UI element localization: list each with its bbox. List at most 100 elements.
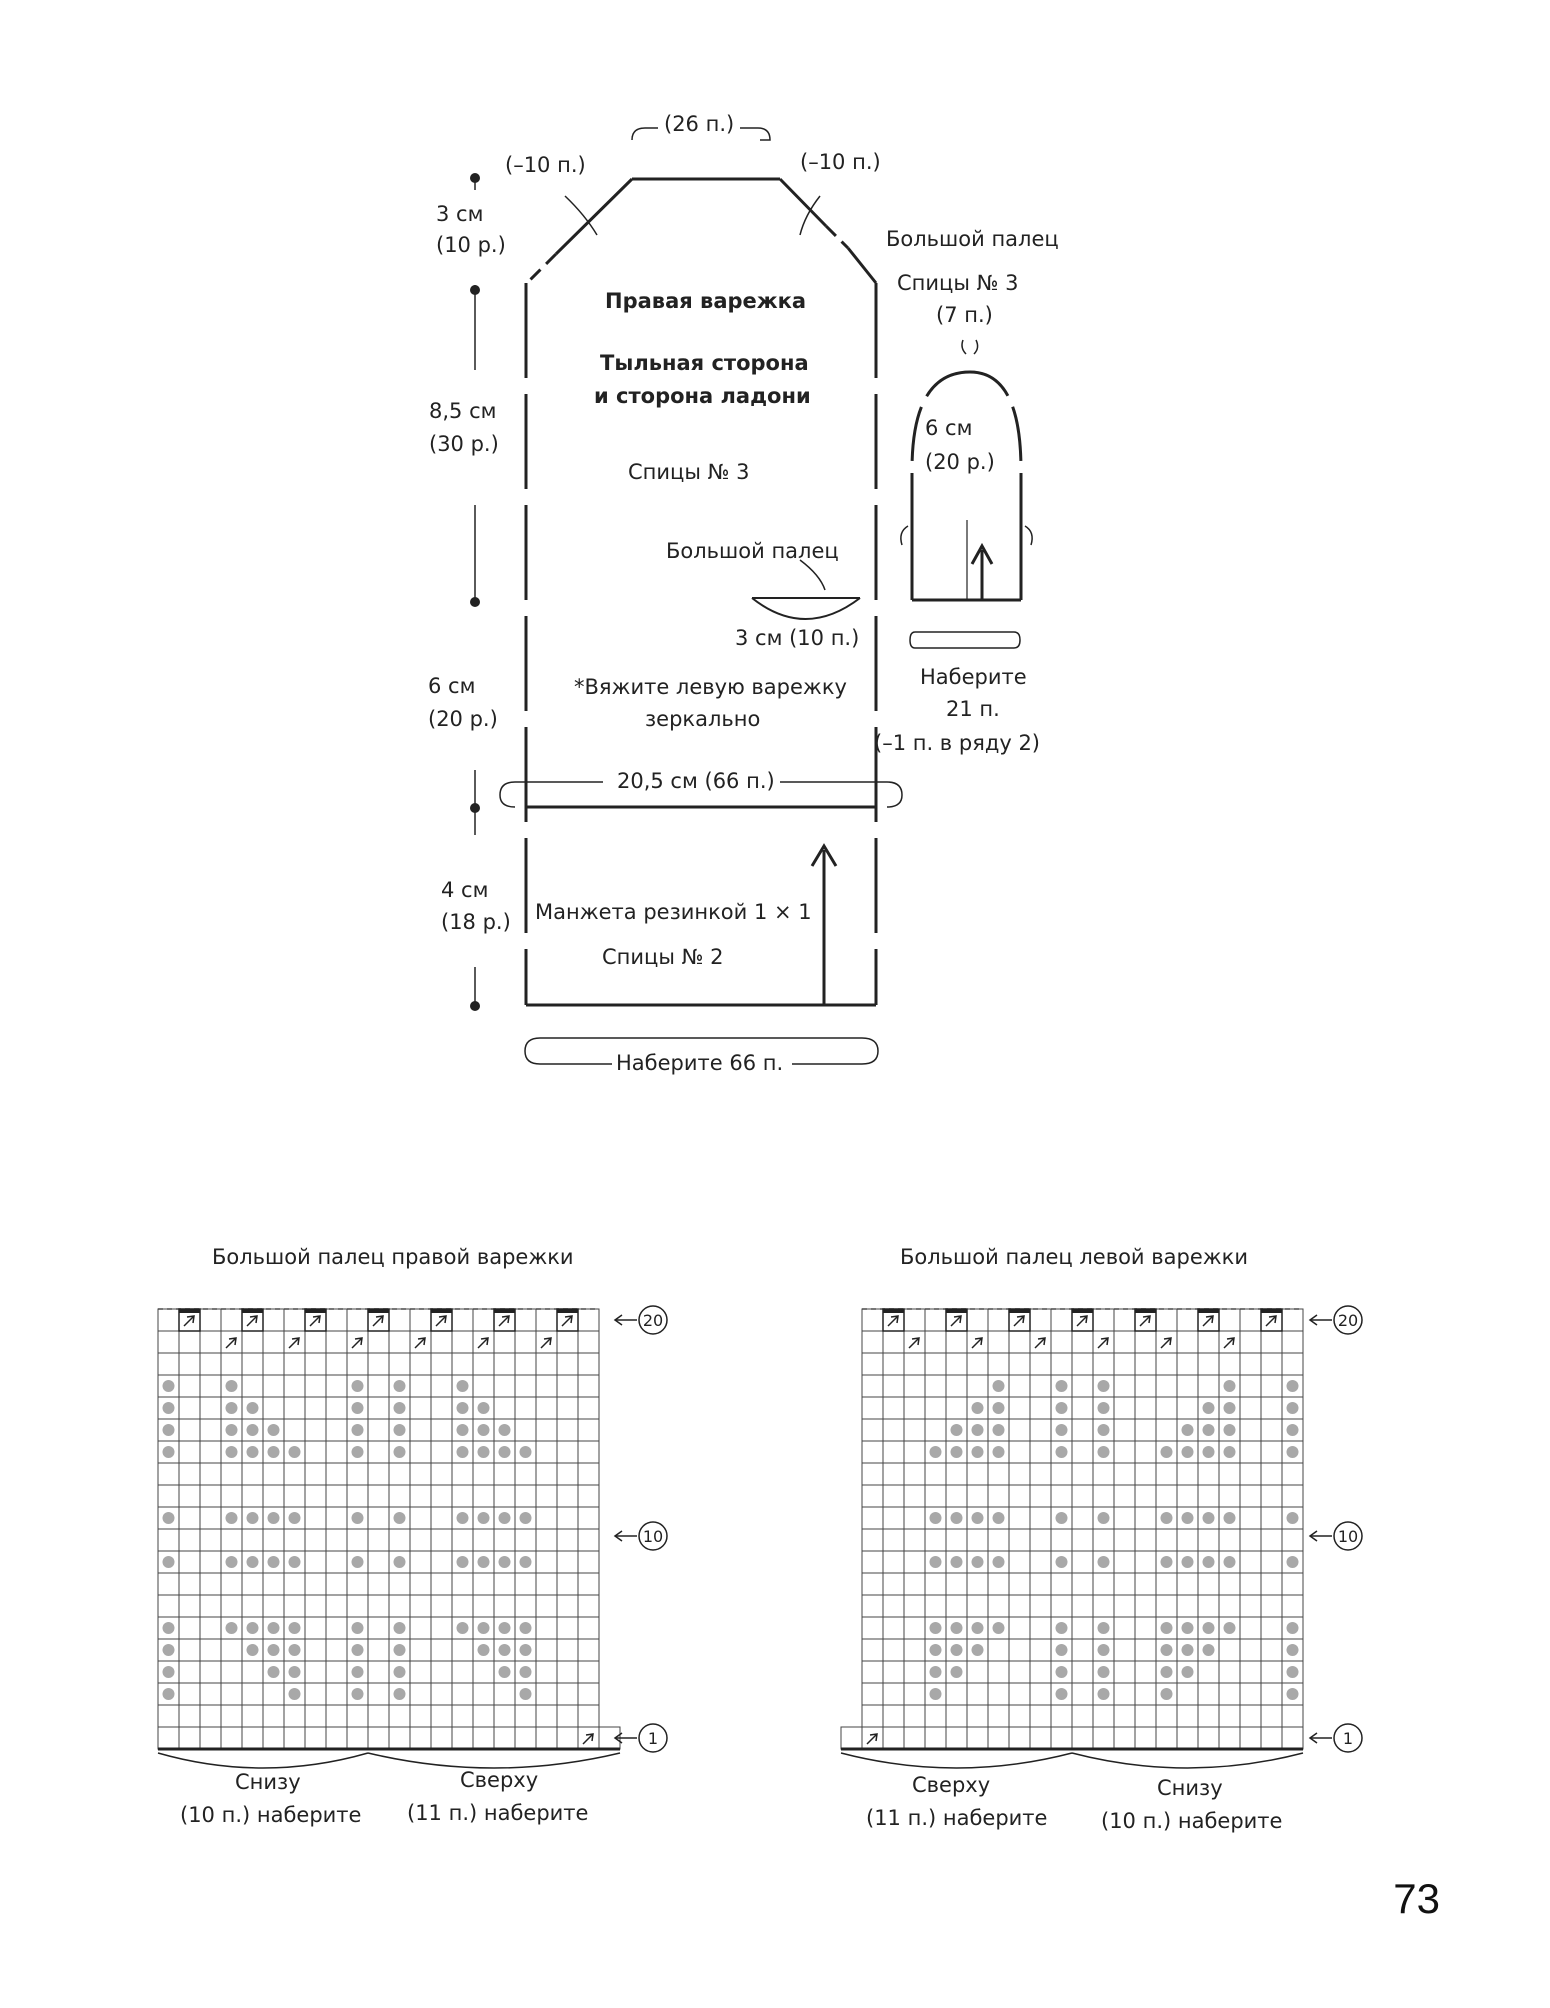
chart-cell — [1050, 1484, 1073, 1508]
chart-cell — [409, 1374, 432, 1398]
chart-cell — [493, 1374, 516, 1398]
height-3: 6 см — [428, 674, 475, 698]
chart-cell — [861, 1594, 884, 1618]
chart-right-bottom-1: Сверху — [912, 1773, 990, 1797]
chart-cell — [388, 1352, 411, 1376]
chart-cell — [451, 1484, 474, 1508]
chart-cell — [556, 1682, 579, 1706]
chart-cell — [1029, 1638, 1052, 1662]
chart-cell — [409, 1572, 432, 1596]
row-marker — [638, 1723, 668, 1753]
chart-cell — [1029, 1506, 1052, 1530]
chart-cell — [346, 1726, 369, 1750]
chart-cell — [987, 1528, 1010, 1552]
height-4: 4 см — [441, 878, 488, 902]
chart-cell — [861, 1396, 884, 1420]
chart-cell — [367, 1528, 390, 1552]
decrease-symbol — [1139, 1315, 1151, 1327]
chart-cell — [199, 1616, 222, 1640]
chart-cell — [577, 1660, 600, 1684]
chart-cell — [409, 1682, 432, 1706]
chart-dot — [1097, 1644, 1110, 1656]
chart-cell — [367, 1440, 390, 1464]
chart-cell — [241, 1660, 264, 1684]
chart-cell — [409, 1484, 432, 1508]
chart-cell — [924, 1726, 947, 1750]
chart-cell — [325, 1440, 348, 1464]
chart-cell — [1071, 1528, 1094, 1552]
chart-cell — [1134, 1418, 1157, 1442]
chart-dot — [1097, 1380, 1110, 1392]
chart-cell — [409, 1726, 432, 1750]
chart-dot — [477, 1446, 490, 1458]
chart-cell — [178, 1572, 201, 1596]
chart-cell — [1113, 1330, 1136, 1354]
mirror-note-2: зеркально — [645, 707, 760, 731]
chart-dot — [393, 1512, 406, 1524]
chart-cell — [1281, 1594, 1304, 1618]
chart-cell — [535, 1682, 558, 1706]
chart-cell — [304, 1418, 327, 1442]
decrease-symbol — [1223, 1337, 1235, 1349]
chart-cell — [199, 1726, 222, 1750]
chart-cell — [409, 1462, 432, 1486]
chart-cell — [924, 1484, 947, 1508]
chart-cell — [409, 1594, 432, 1618]
chart-cell — [367, 1638, 390, 1662]
chart-cell — [535, 1550, 558, 1574]
chart-dot — [477, 1644, 490, 1656]
chart-cell — [861, 1506, 884, 1530]
chart-cell — [157, 1484, 180, 1508]
chart-cell — [325, 1704, 348, 1728]
chart-cell — [1092, 1308, 1115, 1332]
decrease-symbol — [246, 1315, 258, 1327]
chart-cell — [1239, 1418, 1262, 1442]
chart-dot — [992, 1402, 1005, 1414]
chart-cell — [1260, 1352, 1283, 1376]
chart-cell — [903, 1660, 926, 1684]
chart-dot — [950, 1446, 963, 1458]
chart-cell — [577, 1352, 600, 1376]
chart-cell — [577, 1418, 600, 1442]
chart-cell — [1050, 1726, 1073, 1750]
chart-dot — [519, 1622, 532, 1634]
chart-cell — [304, 1396, 327, 1420]
row-number: 20 — [643, 1311, 663, 1330]
chart-cell — [367, 1550, 390, 1574]
chart-cell — [861, 1352, 884, 1376]
chart-cell — [1239, 1682, 1262, 1706]
chart-cell — [1071, 1638, 1094, 1662]
chart-dot — [519, 1512, 532, 1524]
chart-cell — [325, 1616, 348, 1640]
chart-dot — [1202, 1622, 1215, 1634]
decrease-symbol — [950, 1315, 962, 1327]
chart-cell — [283, 1528, 306, 1552]
chart-cell — [304, 1594, 327, 1618]
chart-cell — [1197, 1462, 1220, 1486]
chart-dot — [971, 1622, 984, 1634]
chart-cell — [1218, 1638, 1241, 1662]
chart-cell — [430, 1352, 453, 1376]
chart-cell — [325, 1418, 348, 1442]
chart-cell — [1134, 1440, 1157, 1464]
chart-cell — [514, 1528, 537, 1552]
chart-cell — [178, 1726, 201, 1750]
chart-cell — [535, 1374, 558, 1398]
chart-dot — [519, 1446, 532, 1458]
chart-cell — [1239, 1572, 1262, 1596]
chart-dot — [225, 1622, 238, 1634]
chart-dot — [992, 1380, 1005, 1392]
ruler-dots — [470, 173, 480, 1011]
chart-cell — [262, 1572, 285, 1596]
chart-dot — [351, 1446, 364, 1458]
chart-cell — [1176, 1352, 1199, 1376]
chart-dot — [351, 1512, 364, 1524]
chart-cell — [199, 1682, 222, 1706]
chart-dot — [1202, 1424, 1215, 1436]
chart-dot — [162, 1644, 175, 1656]
chart-cell — [924, 1528, 947, 1552]
chart-dot — [1055, 1512, 1068, 1524]
chart-dot — [1097, 1556, 1110, 1568]
decrease-symbol — [414, 1337, 426, 1349]
chart-dot — [1055, 1644, 1068, 1656]
